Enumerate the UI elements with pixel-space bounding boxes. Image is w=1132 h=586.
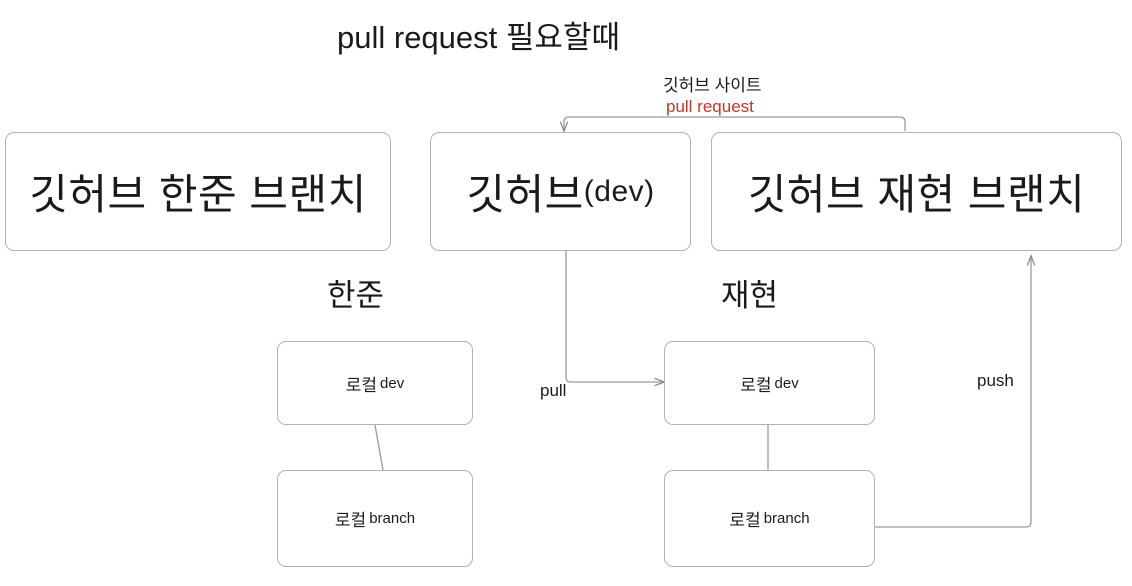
- person-label-hanjun: 한준: [327, 278, 385, 313]
- node-sublabel: branch: [763, 510, 810, 527]
- page-title: pull request 필요할때: [337, 12, 620, 57]
- page-title-latin: pull request: [337, 20, 498, 55]
- node-sublabel: dev: [380, 374, 405, 392]
- edge-label-pull: pull: [540, 381, 567, 400]
- node-github-jaehyeon-branch[interactable]: 깃허브 재현 브랜치: [711, 132, 1122, 251]
- node-label: 로컬: [740, 375, 772, 395]
- node-label: 로컬: [334, 511, 367, 530]
- node-label: 깃허브: [466, 171, 584, 218]
- node-label: 깃허브 재현 브랜치: [747, 171, 1086, 218]
- edge-pull: [565, 251, 664, 382]
- github-site-label: 깃허브 사이트: [663, 76, 762, 95]
- node-label: 로컬: [729, 511, 761, 530]
- node-sublabel: branch: [369, 510, 416, 527]
- node-label: 깃허브 한준 브랜치: [29, 171, 367, 218]
- edge-pull-request: [564, 116, 906, 131]
- edge-hanjun-dev-branch: [374, 424, 384, 471]
- edge-push: [875, 256, 1031, 528]
- edge-label-push: push: [977, 371, 1014, 390]
- node-sublabel: dev: [774, 374, 799, 392]
- node-label: 로컬: [345, 375, 378, 395]
- node-github-dev[interactable]: 깃허브(dev): [430, 132, 691, 251]
- person-label-jaehyeon: 재현: [721, 278, 779, 313]
- page-title-korean: 필요할때: [505, 20, 620, 55]
- pull-request-label: pull request: [666, 97, 754, 116]
- node-sublabel: (dev): [583, 174, 655, 208]
- node-github-hanjun-branch[interactable]: 깃허브 한준 브랜치: [5, 132, 391, 251]
